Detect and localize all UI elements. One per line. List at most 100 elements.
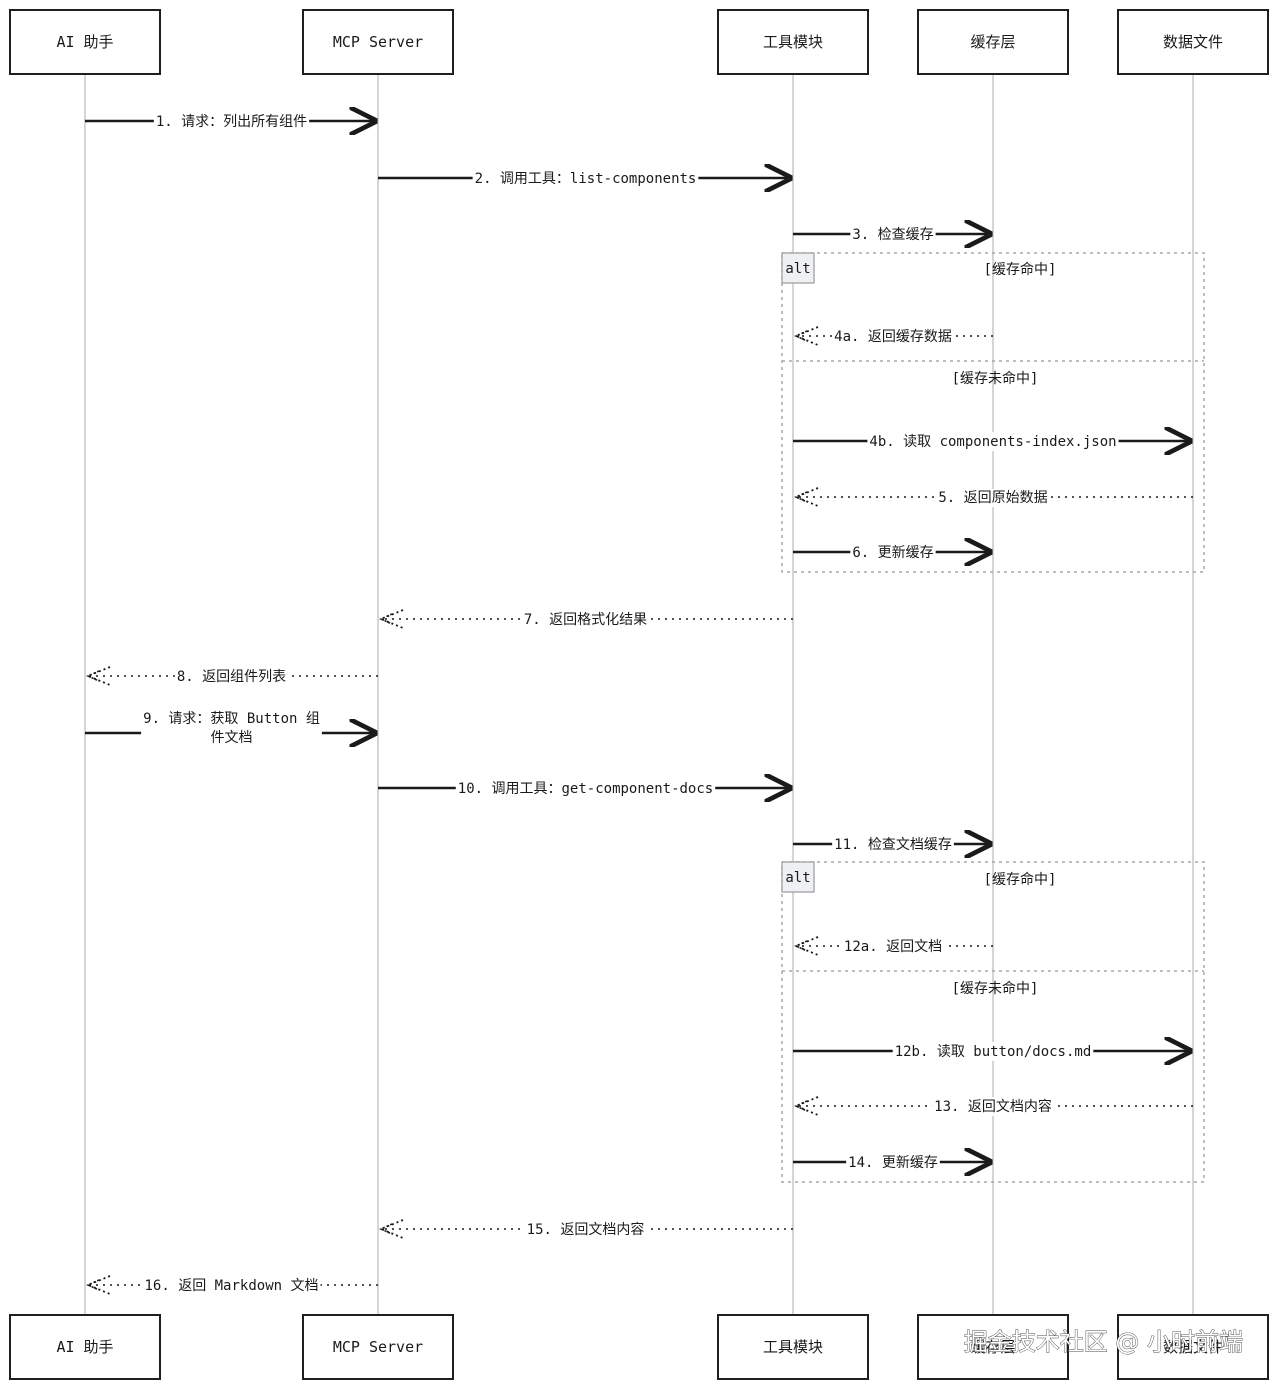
- alt-frame-border: [781, 861, 1205, 1183]
- message-arrowhead-inner: [794, 491, 808, 503]
- message-label-bg: [832, 328, 954, 346]
- participant-label: MCP Server: [333, 33, 423, 51]
- message-label-group: 10. 调用工具：get-component-docs: [455, 780, 716, 798]
- message-label-bg: [841, 938, 945, 956]
- message-14: 12b. 读取 button/docs.md: [793, 1042, 1190, 1061]
- message-13: 12a. 返回文档: [793, 936, 993, 956]
- message-15: 13. 返回文档内容: [793, 1096, 1193, 1116]
- message-17: 15. 返回文档内容: [378, 1219, 793, 1239]
- participant-label: 缓存层: [970, 33, 1015, 51]
- message-label-group: 1. 请求：列出所有组件: [153, 113, 310, 131]
- message-label-bg: [153, 113, 310, 131]
- alt-condition: [缓存命中]: [984, 261, 1057, 278]
- message-label-bg: [141, 710, 322, 747]
- message-label-bg: [174, 668, 289, 686]
- message-label-bg: [472, 170, 699, 188]
- message-arrowhead-inner: [794, 1100, 808, 1112]
- message-label: 7. 返回格式化结果: [524, 612, 647, 628]
- message-1: 1. 请求：列出所有组件: [85, 113, 375, 131]
- message-11: 10. 调用工具：get-component-docs: [378, 780, 790, 798]
- message-label-group: 12b. 读取 button/docs.md: [892, 1042, 1094, 1061]
- message-5: 4b. 读取 components-index.json: [793, 432, 1190, 451]
- message-arrowhead: [793, 936, 819, 956]
- alt-frames: alt[缓存命中][缓存未命中]alt[缓存命中][缓存未命中]: [781, 252, 1205, 1183]
- message-arrowhead-inner: [379, 613, 393, 625]
- message-16: 14. 更新缓存: [793, 1154, 990, 1172]
- message-2: 2. 调用工具：list-components: [378, 170, 790, 188]
- participant-label: 数据文件: [1163, 33, 1223, 51]
- participant-label: MCP Server: [333, 1338, 423, 1356]
- message-label: 12a. 返回文档: [844, 939, 942, 955]
- participant-mcp-bottom: MCP Server: [302, 1314, 454, 1380]
- message-arrowhead: [793, 326, 819, 346]
- message-label: 2. 调用工具：list-components: [475, 171, 697, 187]
- participant-label: AI 助手: [56, 1338, 113, 1356]
- message-label: 5. 返回原始数据: [938, 490, 1047, 506]
- messages: 1. 请求：列出所有组件 2. 调用工具：list-components 3. 检查…: [85, 113, 1193, 1295]
- alt-tag-label: alt: [785, 870, 810, 886]
- message-arrowhead-inner: [794, 330, 808, 342]
- participant-tool-bottom: 工具模块: [717, 1314, 869, 1380]
- message-label: 4b. 读取 components-index.json: [869, 433, 1116, 450]
- participant-data-top: 数据文件: [1117, 9, 1269, 75]
- message-label: 15. 返回文档内容: [527, 1221, 645, 1238]
- message-arrowhead-inner: [794, 940, 808, 952]
- message-label: 16. 返回 Markdown 文档: [144, 1278, 318, 1294]
- message-label-bg: [850, 544, 936, 562]
- alt-tag-box: [781, 861, 815, 893]
- message-label: 3. 检查缓存: [852, 227, 933, 243]
- message-label: 11. 检查文档缓存: [834, 837, 952, 853]
- message-label-group: 5. 返回原始数据: [936, 489, 1050, 507]
- lifelines: [84, 74, 1194, 1315]
- message-label-group: 4b. 读取 components-index.json: [867, 432, 1119, 451]
- alt-condition: [缓存未命中]: [952, 370, 1039, 387]
- message-4: 4a. 返回缓存数据: [793, 326, 993, 346]
- alt-condition: [缓存未命中]: [952, 980, 1039, 997]
- message-label: 10. 调用工具：get-component-docs: [458, 781, 713, 797]
- message-label: 8. 返回组件列表: [177, 669, 286, 685]
- message-arrowhead: [85, 1275, 111, 1295]
- participant-data-bottom: 数据文件: [1117, 1314, 1269, 1380]
- message-label: 13. 返回文档内容: [934, 1098, 1052, 1115]
- participant-mcp-top: MCP Server: [302, 9, 454, 75]
- message-arrowhead-inner: [379, 1223, 393, 1235]
- alt-frame: alt [缓存命中] [缓存未命中]: [781, 861, 1205, 1183]
- alt-tag-box: [781, 252, 815, 284]
- participant-cache-bottom: 缓存层: [917, 1314, 1069, 1380]
- message-label-bg: [455, 780, 716, 798]
- message-label-group: 8. 返回组件列表: [174, 668, 289, 686]
- message-label-bg: [892, 1042, 1094, 1061]
- message-label-group: 2. 调用工具：list-components: [472, 170, 699, 188]
- message-label-group: 15. 返回文档内容: [524, 1220, 647, 1239]
- message-label-bg: [524, 1220, 647, 1239]
- participant-cache-top: 缓存层: [917, 9, 1069, 75]
- participant-label: 数据文件: [1163, 1338, 1223, 1356]
- message-9: 8. 返回组件列表: [85, 666, 378, 686]
- message-12: 11. 检查文档缓存: [793, 836, 990, 854]
- alt-condition: [缓存命中]: [984, 871, 1057, 888]
- participant-ai-top: AI 助手: [9, 9, 161, 75]
- message-label: 件文档: [211, 730, 253, 746]
- alt-frame-border: [781, 252, 1205, 573]
- participant-tool-top: 工具模块: [717, 9, 869, 75]
- participant-label: 缓存层: [970, 1338, 1015, 1356]
- message-label-bg: [832, 836, 954, 854]
- message-label-bg: [867, 432, 1119, 451]
- message-arrowhead: [85, 666, 111, 686]
- message-label-bg: [521, 611, 650, 629]
- message-label-bg: [936, 489, 1050, 507]
- message-label-group: 12a. 返回文档: [841, 938, 945, 956]
- message-label-bg: [932, 1097, 1054, 1116]
- participant-ai-bottom: AI 助手: [9, 1314, 161, 1380]
- message-label: 1. 请求：列出所有组件: [156, 114, 307, 130]
- alt-frame: alt[缓存命中][缓存未命中]: [781, 252, 1205, 573]
- message-label-bg: [850, 226, 936, 244]
- message-label-group: 7. 返回格式化结果: [521, 611, 650, 629]
- message-arrowhead-inner: [86, 1279, 100, 1291]
- message-label: 12b. 读取 button/docs.md: [895, 1043, 1092, 1060]
- message-label-bg: [846, 1154, 940, 1172]
- message-8: 7. 返回格式化结果: [378, 609, 793, 629]
